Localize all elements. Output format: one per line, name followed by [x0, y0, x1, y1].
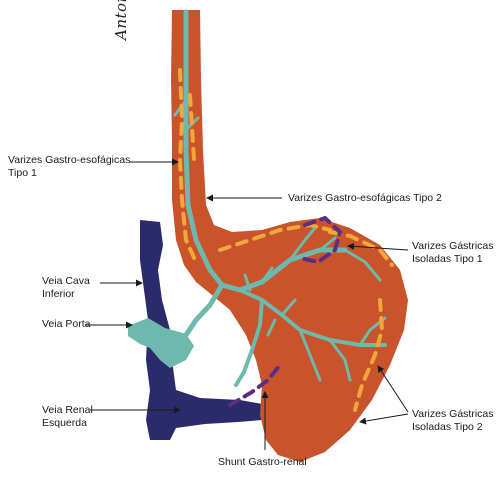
pointer-isoladas-2a	[378, 366, 408, 412]
label-isoladas-tipo-2: Varizes Gástricas Isoladas Tipo 2	[412, 408, 494, 434]
label-isoladas-tipo-1: Varizes Gástricas Isoladas Tipo 1	[412, 240, 494, 266]
label-shunt-gastro-renal: Shunt Gastro-renal	[218, 456, 307, 469]
pointer-isoladas-2b	[360, 414, 408, 422]
stomach-shape	[171, 10, 408, 462]
label-gastro-esofagicas-tipo-1: Varizes Gastro-esofágicas Tipo 1	[8, 154, 130, 180]
label-veia-cava-inferior: Veia Cava Inferior	[42, 275, 90, 301]
label-veia-renal-esquerda: Veia Renal Esquerda	[42, 404, 93, 430]
label-veia-porta: Veia Porta	[42, 318, 90, 331]
artist-signature: Antonia Lopes	[112, 0, 130, 40]
label-gastro-esofagicas-tipo-2: Varizes Gastro-esofágicas Tipo 2	[288, 192, 442, 205]
